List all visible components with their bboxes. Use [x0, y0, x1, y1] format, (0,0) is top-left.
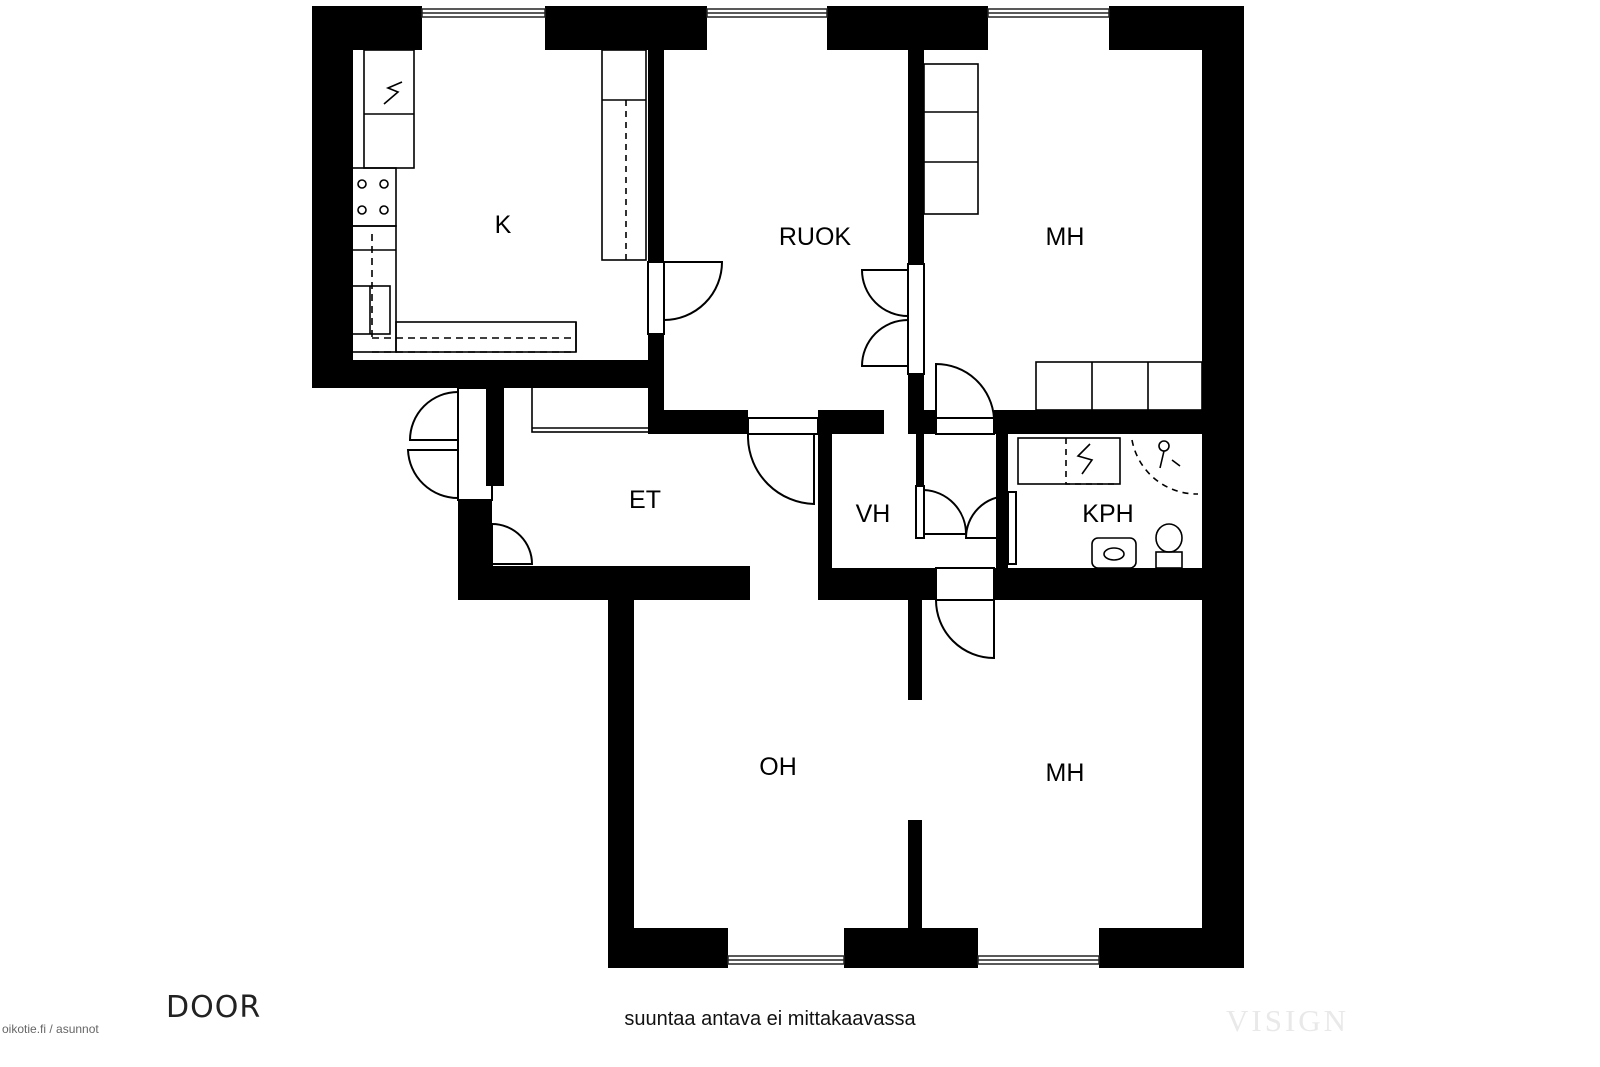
windows	[421, 8, 1110, 965]
room-labels: K RUOK MH ET VH KPH OH MH	[495, 211, 1134, 787]
brand-logo: DOOR	[166, 990, 262, 1025]
walls	[312, 6, 1244, 968]
visign-watermark: VISIGN	[1226, 1003, 1350, 1038]
room-label-bedroom-bottom: MH	[1046, 759, 1085, 787]
room-label-dining: RUOK	[779, 223, 852, 251]
site-watermark: oikotie.fi / asunnot	[2, 1022, 99, 1036]
room-label-bedroom-top: MH	[1046, 223, 1085, 251]
room-label-living: OH	[759, 753, 797, 781]
room-label-hall: ET	[629, 486, 661, 514]
furniture	[349, 49, 1203, 569]
room-label-bathroom: KPH	[1082, 500, 1133, 528]
scale-disclaimer: suuntaa antava ei mittakaavassa	[624, 1008, 916, 1030]
room-label-walk-in: VH	[856, 500, 891, 528]
room-label-kitchen: K	[495, 211, 512, 239]
doors	[406, 261, 1017, 660]
